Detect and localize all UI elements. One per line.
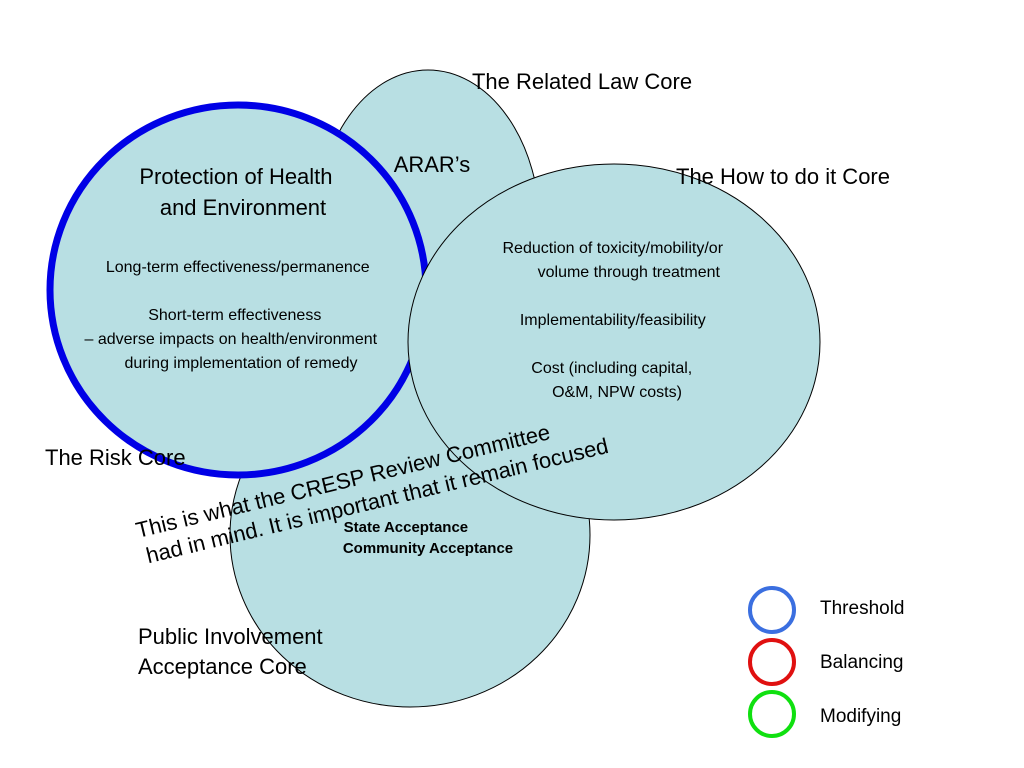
risk-line: Long-term effectiveness/permanence (106, 259, 370, 276)
law-core-caption: The Related Law Core (472, 69, 692, 94)
how-line: volume through treatment (538, 264, 721, 281)
risk-title-line: and Environment (160, 195, 326, 220)
how-core-circle (407, 163, 821, 521)
risk-line: Short-term effectiveness (148, 307, 321, 324)
risk-title-line: Protection of Health (139, 164, 332, 189)
risk-line: – adverse impacts on health/environment (84, 331, 377, 348)
threshold-legend-label: Threshold (820, 598, 905, 619)
risk-core-caption: The Risk Core (45, 445, 186, 470)
public-caption-line: Public Involvement (138, 624, 323, 649)
law-core-text: ARAR’s (394, 152, 471, 177)
how-line: Reduction of toxicity/mobility/or (503, 240, 724, 257)
risk-line: during implementation of remedy (124, 355, 357, 372)
balancing-legend-icon (748, 638, 796, 686)
public-line: State Acceptance (344, 519, 469, 536)
risk-core-text: Long-term effectiveness/permanence Short… (84, 259, 381, 372)
public-line: Community Acceptance (343, 540, 513, 557)
how-line: Cost (including capital, (531, 360, 692, 377)
public-core-caption: Public Involvement Acceptance Core (138, 624, 329, 679)
balancing-legend-label: Balancing (820, 652, 903, 673)
legend: Threshold Balancing Modifying (748, 586, 905, 738)
risk-core-title: Protection of Health and Environment (139, 164, 338, 220)
public-caption-line: Acceptance Core (138, 654, 307, 679)
how-core-text: Reduction of toxicity/mobility/or volume… (503, 240, 728, 401)
public-core-text: State Acceptance Community Acceptance (343, 519, 513, 557)
modifying-legend-label: Modifying (820, 706, 901, 727)
threshold-legend-icon (748, 586, 796, 634)
how-line: O&M, NPW costs) (552, 384, 682, 401)
modifying-legend-icon (748, 690, 796, 738)
risk-core-circle (46, 101, 430, 479)
how-line: Implementability/feasibility (520, 312, 706, 329)
how-core-caption: The How to do it Core (676, 164, 890, 189)
